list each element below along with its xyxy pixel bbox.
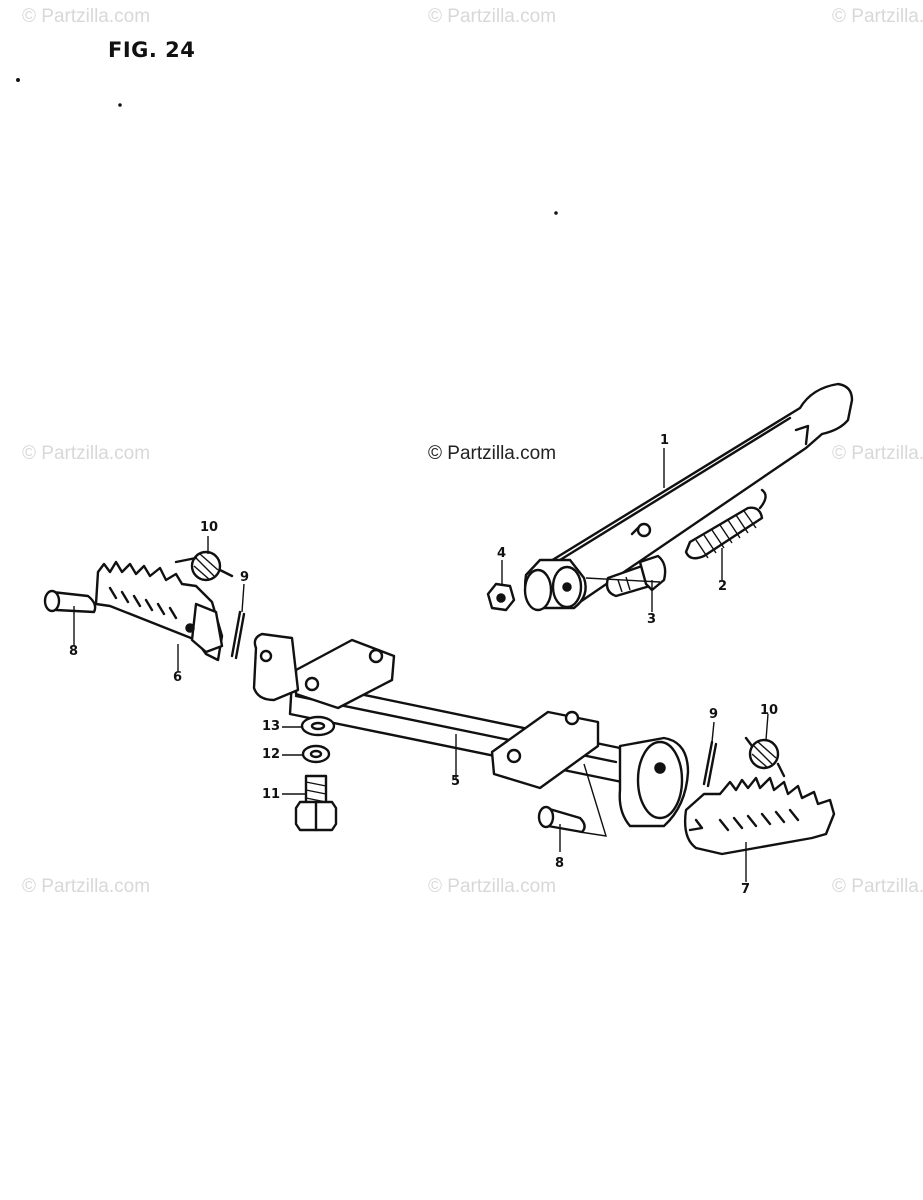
watermark: © Partzilla.com bbox=[832, 876, 923, 897]
callout-part-13: 13 bbox=[262, 719, 281, 734]
watermark: © Partzilla.com bbox=[832, 6, 923, 27]
callout-part-12: 12 bbox=[262, 747, 281, 762]
cotter-pin-right bbox=[702, 740, 718, 788]
watermark: © Partzilla.com bbox=[428, 6, 557, 27]
callout-part-9-right: 9 bbox=[709, 707, 719, 722]
callout-part-9-left: 9 bbox=[240, 570, 250, 585]
callout-part-6: 6 bbox=[173, 670, 183, 685]
hex-bolt bbox=[294, 774, 338, 832]
footrest-spring-left bbox=[174, 550, 234, 582]
right-footrest bbox=[683, 776, 836, 856]
watermark: © Partzilla.com bbox=[22, 443, 151, 464]
callout-part-11: 11 bbox=[262, 787, 281, 802]
callout-part-7: 7 bbox=[741, 882, 751, 897]
callout-part-4: 4 bbox=[497, 546, 507, 561]
stand-spring bbox=[684, 488, 767, 560]
callout-part-10-left: 10 bbox=[200, 520, 219, 535]
callout-part-8-left: 8 bbox=[69, 644, 79, 659]
callout-part-2: 2 bbox=[718, 579, 728, 594]
stand-nut bbox=[486, 582, 516, 612]
callout-part-1: 1 bbox=[660, 433, 670, 448]
side-stand-leg bbox=[523, 382, 854, 612]
pivot-pin-left bbox=[43, 589, 97, 614]
footrest-bar bbox=[252, 632, 690, 828]
watermark: © Partzilla.com bbox=[22, 6, 151, 27]
callout-part-3: 3 bbox=[647, 612, 657, 627]
scan-speck bbox=[118, 103, 122, 107]
figure-title: FIG. 24 bbox=[108, 38, 196, 62]
watermark: © Partzilla.com bbox=[832, 443, 923, 464]
callout-part-10-right: 10 bbox=[760, 703, 779, 718]
footrest-spring-right bbox=[744, 736, 786, 778]
scan-speck bbox=[554, 211, 558, 215]
callout-part-8-right: 8 bbox=[555, 856, 565, 871]
watermark: © Partzilla.com bbox=[428, 876, 557, 897]
callout-part-5: 5 bbox=[451, 774, 461, 789]
left-footrest bbox=[94, 560, 224, 662]
washer bbox=[300, 715, 336, 737]
leader-lines bbox=[73, 448, 769, 882]
lock-washer bbox=[301, 744, 331, 764]
cotter-pin-left bbox=[230, 610, 246, 660]
watermark: © Partzilla.com bbox=[22, 876, 151, 897]
pivot-pin-right bbox=[537, 805, 586, 834]
watermark-center: © Partzilla.com bbox=[428, 443, 557, 464]
scan-speck bbox=[16, 78, 20, 82]
